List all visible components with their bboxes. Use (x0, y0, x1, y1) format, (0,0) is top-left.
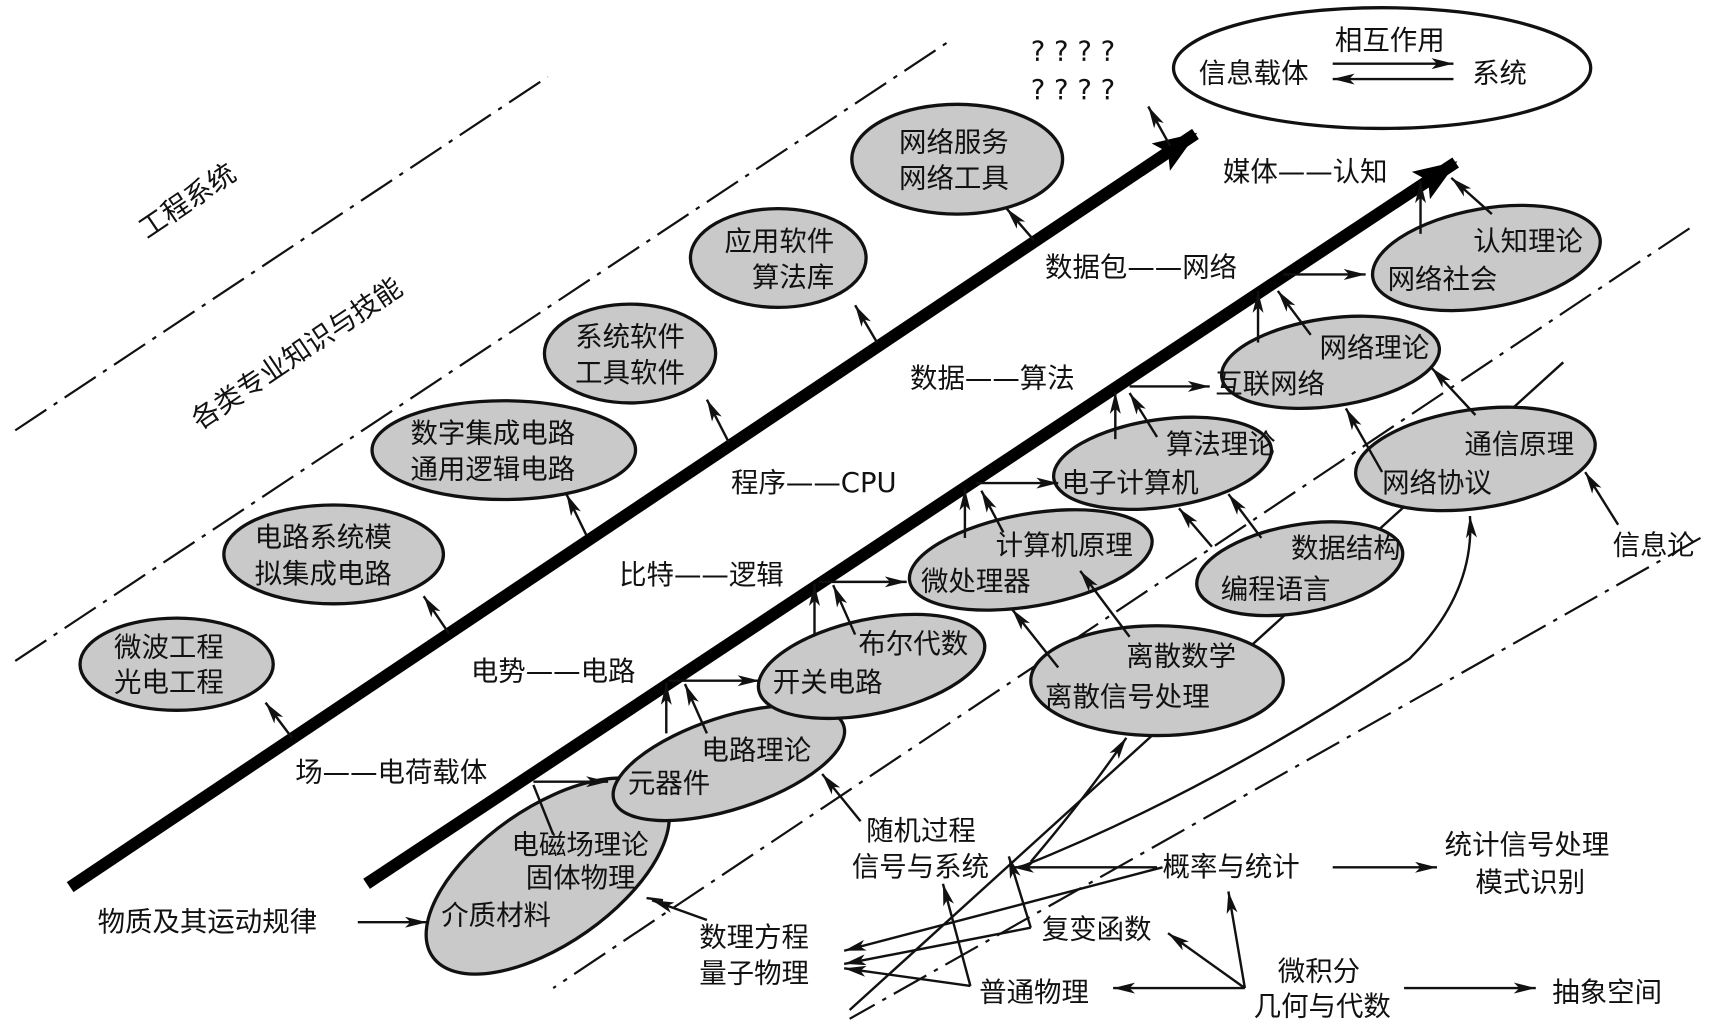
svg-text:数据结构: 数据结构 (1291, 534, 1401, 565)
complex-functions-label: 复变函数 (1042, 915, 1152, 946)
svg-text:通信原理: 通信原理 (1464, 429, 1574, 460)
region-engineering: 工程系统 (134, 158, 242, 245)
main-arrow-upper (66, 128, 1199, 893)
main-arrow-lower (363, 157, 1459, 889)
svg-text:数字集成电路: 数字集成电路 (410, 418, 575, 449)
svg-text:网络工具: 网络工具 (899, 164, 1009, 195)
random-process-label: 随机过程 (866, 816, 976, 847)
svg-text:计算机原理: 计算机原理 (996, 530, 1133, 561)
svg-text:离散数学: 离散数学 (1126, 641, 1236, 672)
separator-line (14, 75, 549, 432)
pair-program-cpu: 程序——CPU (731, 468, 897, 499)
svg-text:固体物理: 固体物理 (526, 863, 636, 894)
unknown-marks: ? ? ? ? (1031, 36, 1115, 67)
svg-text:微波工程: 微波工程 (114, 633, 224, 664)
svg-text:工具软件: 工具软件 (575, 358, 685, 389)
stat-signal-label: 统计信号处理 (1445, 830, 1610, 861)
general-physics-label: 普通物理 (979, 977, 1089, 1008)
pair-media-cognition: 媒体——认知 (1223, 157, 1388, 188)
svg-text:认知理论: 认知理论 (1473, 226, 1583, 257)
goal-ellipse: 信息载体 相互作用 系统 (1171, 6, 1593, 131)
separator-line (552, 227, 1691, 989)
signals-systems-label: 信号与系统 (852, 852, 989, 883)
svg-text:电路理论: 电路理论 (701, 736, 811, 767)
info-carrier-label: 信息载体 (1199, 58, 1309, 89)
svg-text:离散信号处理: 离散信号处理 (1045, 682, 1210, 713)
pair-field-charge: 场——电荷载体 (295, 758, 487, 789)
svg-text:网络社会: 网络社会 (1388, 265, 1498, 296)
svg-text:电磁场理论: 电磁场理论 (511, 830, 648, 861)
probability-label: 概率与统计 (1163, 852, 1300, 883)
svg-text:拟集成电路: 拟集成电路 (255, 559, 392, 590)
svg-text:电路系统模: 电路系统模 (255, 523, 392, 554)
svg-text:算法库: 算法库 (752, 263, 834, 294)
svg-text:通用逻辑电路: 通用逻辑电路 (410, 455, 575, 486)
info-theory-label: 信息论 (1613, 530, 1695, 561)
svg-text:微处理器: 微处理器 (921, 567, 1031, 598)
region-knowledge: 各类专业知识与技能 (186, 272, 408, 436)
separator-line (14, 40, 950, 662)
svg-text:布尔代数: 布尔代数 (858, 629, 968, 660)
abstract-space-label: 抽象空间 (1552, 977, 1662, 1008)
geometry-algebra-label: 几何与代数 (1254, 992, 1391, 1023)
svg-text:开关电路: 开关电路 (773, 668, 883, 699)
pair-packet-network: 数据包——网络 (1045, 253, 1237, 284)
svg-text:元器件: 元器件 (628, 769, 710, 800)
svg-text:电子计算机: 电子计算机 (1062, 468, 1199, 499)
matter-label: 物质及其运动规律 (98, 907, 317, 938)
svg-text:光电工程: 光电工程 (114, 668, 224, 699)
svg-text:系统软件: 系统软件 (575, 322, 685, 353)
svg-text:网络服务: 网络服务 (899, 128, 1009, 159)
interaction-label: 相互作用 (1335, 25, 1445, 56)
svg-text:编程语言: 编程语言 (1221, 574, 1331, 605)
pair-bit-logic: 比特——逻辑 (619, 560, 784, 591)
svg-text:互联网络: 互联网络 (1215, 369, 1325, 400)
quantum-physics-label: 量子物理 (699, 959, 809, 990)
pattern-recognition-label: 模式识别 (1475, 867, 1585, 898)
svg-text:算法理论: 算法理论 (1166, 429, 1276, 460)
svg-text:网络协议: 网络协议 (1382, 468, 1492, 499)
math-equations-label: 数理方程 (699, 922, 809, 953)
svg-text:应用软件: 应用软件 (724, 226, 834, 257)
calculus-label: 微积分 (1278, 956, 1360, 987)
pair-potential-circuit: 电势——电路 (471, 657, 636, 688)
separator-line (849, 537, 1702, 1020)
svg-text:网络理论: 网络理论 (1320, 333, 1430, 364)
system-label: 系统 (1472, 58, 1527, 89)
unknown-marks: ? ? ? ? (1031, 75, 1115, 106)
svg-text:介质材料: 介质材料 (441, 900, 551, 931)
pair-data-algorithm: 数据——算法 (910, 364, 1075, 395)
